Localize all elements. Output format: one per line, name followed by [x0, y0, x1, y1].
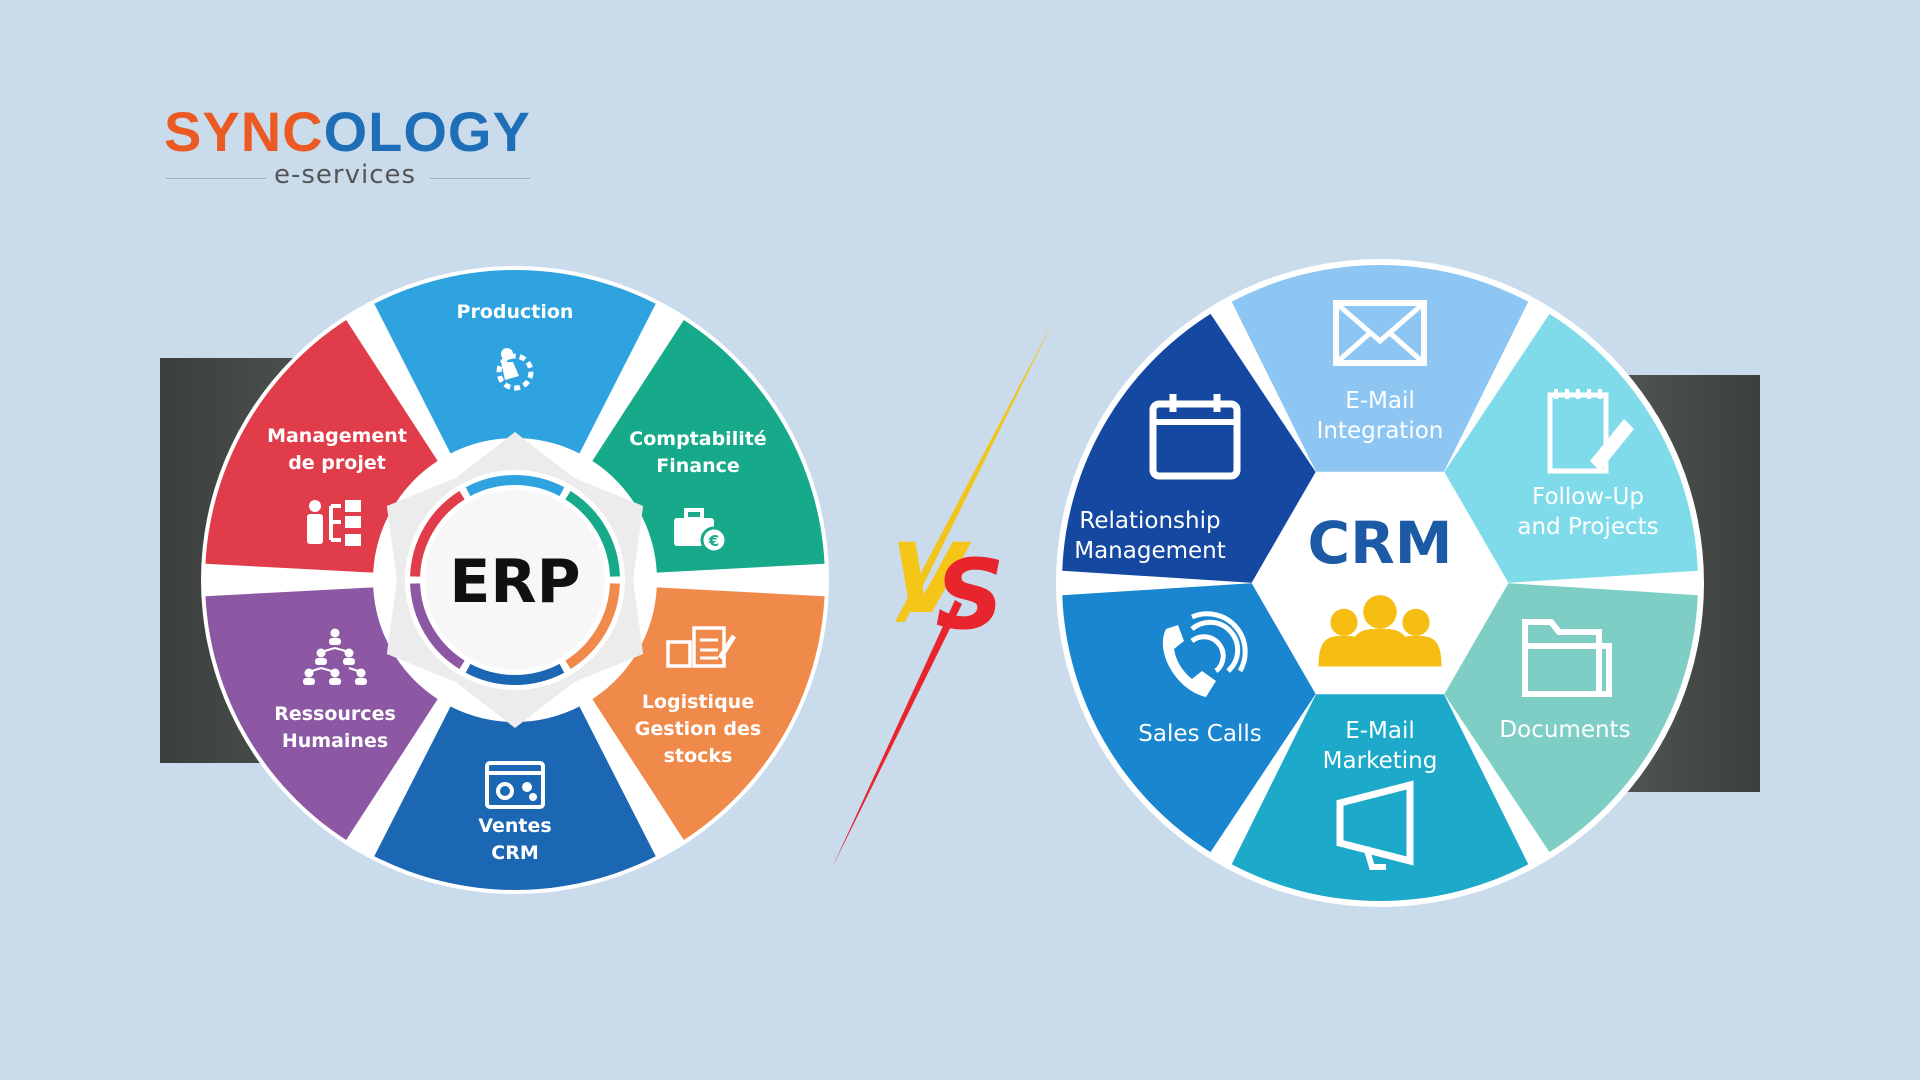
inventory-clipboard-icon — [666, 626, 737, 668]
erp-label-line: Finance — [656, 455, 740, 477]
erp-label-line: Gestion des — [635, 718, 761, 740]
logo-divider-left — [166, 178, 266, 179]
crm-segment — [1442, 313, 1698, 583]
erp-label-line: Ventes — [478, 815, 551, 837]
erp-label-line: Management — [267, 425, 407, 447]
crm-label-line: Follow-Up — [1532, 484, 1644, 510]
crm-label-line: and Projects — [1517, 514, 1658, 540]
crm-label-line: Documents — [1499, 717, 1630, 743]
erp-segment — [374, 269, 656, 454]
erp-label-line: Comptabilité — [629, 428, 766, 450]
crm-label-line: E-Mail — [1345, 718, 1415, 744]
folder-icon — [1522, 619, 1612, 697]
syncology-logo: SYNCOLOGY e-services — [160, 100, 540, 200]
vs-letter-v: V — [891, 523, 972, 635]
logo-divider-right — [430, 178, 530, 179]
erp-center-label: ERP — [449, 547, 580, 617]
crm-label-line: Integration — [1317, 418, 1444, 444]
vs-letter-s: S — [935, 539, 1004, 651]
vs-mark: V S — [832, 318, 1055, 868]
erp-center-disc — [425, 490, 605, 670]
erp-label-line: stocks — [664, 745, 733, 767]
production-gear-icon — [496, 348, 534, 391]
crm-segment — [1062, 313, 1318, 583]
crm-center-hexagon — [1251, 471, 1509, 695]
calendar-icon — [1149, 394, 1241, 480]
crm-label-line: Relationship — [1079, 508, 1220, 534]
crm-center-label: CRM — [1308, 509, 1453, 577]
briefcase-euro-icon: € — [674, 508, 728, 554]
erp-label-line: Humaines — [282, 730, 388, 752]
crm-segment — [1442, 583, 1698, 853]
erp-label-line: CRM — [491, 842, 538, 864]
erp-label-line: Production — [457, 301, 574, 323]
erp-segment — [374, 706, 656, 891]
sales-window-icon — [485, 761, 545, 809]
envelope-icon — [1333, 300, 1427, 366]
logo-wordmark-part2: OLOGY — [323, 100, 531, 163]
crm-label-line: Marketing — [1323, 748, 1438, 774]
crm-label-line: Management — [1074, 538, 1226, 564]
crm-segment — [1062, 583, 1318, 853]
crm-segment-label: Documents — [1499, 717, 1630, 743]
erp-segment — [205, 587, 438, 840]
erp-label-line: Ressources — [274, 703, 396, 725]
crm-label-line: E-Mail — [1345, 388, 1415, 414]
crm-segment — [1231, 265, 1529, 475]
svg-text:€: € — [708, 532, 719, 550]
erp-segment-label: Management de projet — [267, 425, 407, 474]
erp-ring-arc — [410, 490, 465, 577]
erp-segment-label: Production — [457, 301, 574, 323]
erp-ring-arc — [465, 663, 565, 685]
notepad-pencil-icon — [1547, 389, 1634, 474]
megaphone-icon — [1336, 780, 1414, 870]
erp-segment — [205, 320, 438, 573]
logo-tagline: e-services — [273, 160, 417, 190]
vs-slash-lower — [832, 600, 962, 868]
erp-ring-arc — [410, 583, 465, 670]
erp-ring-arc — [565, 490, 620, 577]
vs-slash-upper — [895, 318, 1055, 622]
org-hierarchy-icon — [303, 628, 367, 685]
logo-wordmark-part1: SYNC — [164, 100, 324, 163]
erp-label-line: Logistique — [642, 691, 754, 713]
erp-label-line: de projet — [288, 452, 386, 474]
user-group-icon — [1318, 595, 1442, 667]
phone-icon — [1162, 611, 1248, 697]
erp-ring-arc — [465, 475, 565, 497]
crm-segment-label: Sales Calls — [1138, 721, 1261, 747]
erp-ring-arc — [565, 583, 620, 670]
crm-segment-label: Follow-Up and Projects — [1517, 484, 1658, 540]
logo-wordmark: SYNCOLOGY — [164, 100, 531, 164]
erp-segment — [592, 320, 825, 573]
project-tree-icon — [307, 500, 361, 546]
erp-segment — [592, 587, 825, 840]
crm-label-line: Sales Calls — [1138, 721, 1261, 747]
